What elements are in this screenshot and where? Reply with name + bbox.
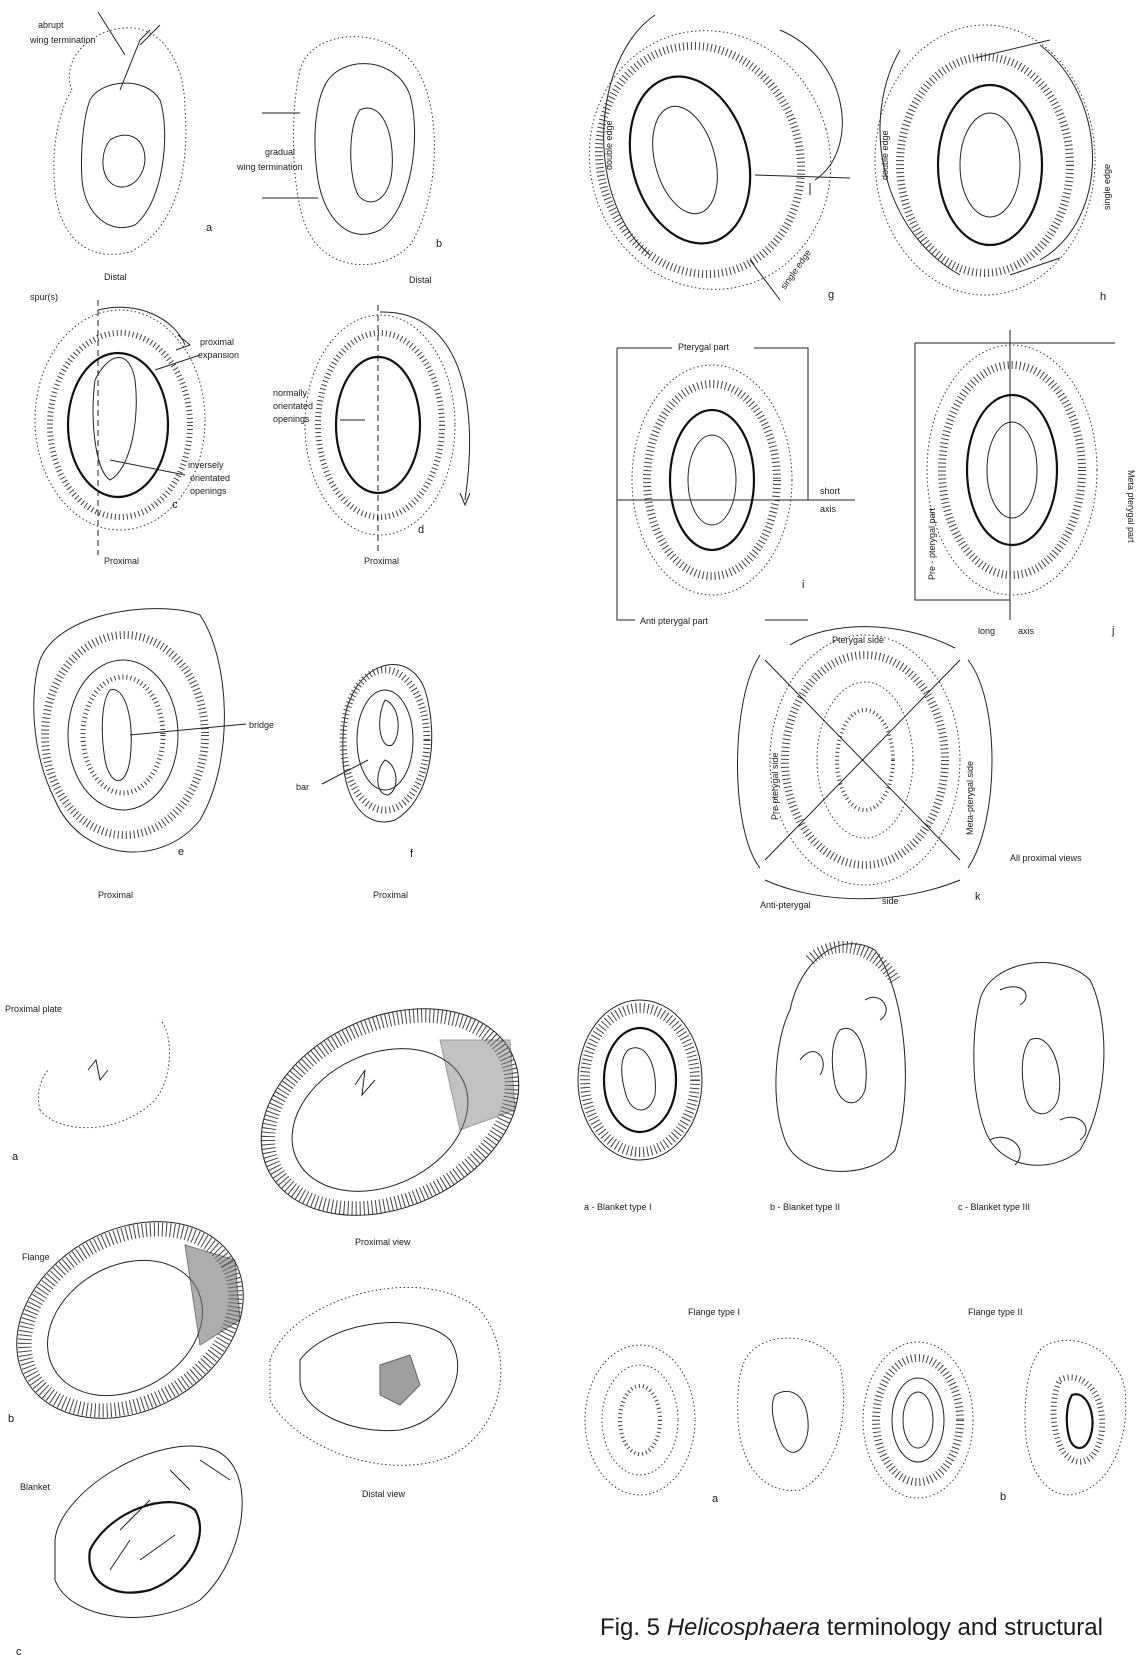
panel-c-letter: c — [172, 499, 178, 511]
flange-type-1-label: Flange type I — [688, 1307, 740, 1317]
panel-j-letter: j — [1111, 625, 1114, 637]
g-double-edge: double edge — [604, 120, 614, 170]
inverse-label-2: orientated — [190, 473, 230, 483]
anti-pterygal-side-label-1: Anti-pterygal — [760, 900, 811, 910]
panel-e-view: Proximal — [98, 890, 133, 900]
panel-i-letter: i — [802, 579, 804, 591]
br-letter-b: b — [1000, 1491, 1006, 1503]
blanket-type-1-label: a - Blanket type I — [584, 1202, 652, 1212]
expansion-label-2: expansion — [198, 350, 239, 360]
br-letter-a: a — [712, 1493, 719, 1505]
short-axis-label-1: short — [820, 486, 841, 496]
panel-a-letter: a — [206, 222, 213, 234]
bottom-left-proximal-view: Proximal view — [227, 969, 552, 1255]
gradual-label-2: wing termination — [236, 162, 303, 172]
blanket-type-1: a - Blanket type I — [578, 1000, 702, 1212]
proximal-plate-label: Proximal plate — [5, 1004, 62, 1014]
bl-letter-a: a — [12, 1151, 19, 1163]
blanket-label: Blanket — [20, 1482, 51, 1492]
pterygal-side-label: Pterygal side — [832, 635, 884, 645]
meta-pterygal-side-label: Meta-pterygal side — [965, 761, 975, 835]
normal-label-1: normally — [273, 388, 308, 398]
distal-view-label: Distal view — [362, 1489, 406, 1499]
pre-pterygal-side-label: Pre pterygal side — [770, 752, 780, 820]
panel-c: spur(s) proximal expansion inversely ori… — [30, 292, 239, 566]
bottom-left-distal-view: Distal view — [270, 1287, 501, 1499]
blanket-type-3: c - Blanket type III — [958, 963, 1104, 1212]
bl-letter-c: c — [16, 1646, 22, 1657]
panel-g: double edge single edge g — [560, 3, 859, 316]
all-proximal-views-label: All proximal views — [1010, 853, 1082, 863]
bottom-left-blanket: Blanket c — [16, 1446, 242, 1657]
panel-f: bar f Proximal — [296, 665, 432, 900]
panel-f-view: Proximal — [373, 890, 408, 900]
pterygal-part-label: Pterygal part — [678, 342, 730, 352]
bl-letter-b: b — [8, 1413, 14, 1425]
abrupt-label-2: wing termination — [29, 35, 96, 45]
bottom-left-proximal-plate: Proximal plate a — [5, 1004, 170, 1163]
short-axis-label-2: axis — [820, 504, 837, 514]
panel-h: double edge single edge h — [875, 25, 1112, 303]
caption-rest: terminology and structural — [827, 1614, 1103, 1641]
bottom-left-flange: Flange b — [0, 1182, 279, 1458]
long-axis-label-1: long — [978, 626, 995, 636]
flange-type-2: Flange type II b — [863, 1307, 1126, 1503]
bridge-label: bridge — [249, 720, 274, 730]
panel-b-letter: b — [436, 238, 442, 250]
panel-i: Pterygal part Anti pterygal part short a… — [617, 338, 855, 628]
bar-label: bar — [296, 782, 309, 792]
h-single-edge: single edge — [1102, 164, 1112, 210]
anti-pterygal-part-label: Anti pterygal part — [640, 616, 709, 626]
panel-a: abrupt wing termination a Distal — [29, 12, 213, 282]
panel-f-letter: f — [410, 848, 414, 860]
meta-pterygal-part-label: Meta pterygal part — [1126, 470, 1136, 543]
caption-genus: Helicosphaera — [667, 1614, 820, 1641]
gradual-label-1: gradual — [265, 147, 295, 157]
expansion-label-1: proximal — [200, 337, 234, 347]
anti-pterygal-side-label-2: side — [882, 896, 899, 906]
panel-b-view: Distal — [409, 275, 432, 285]
panel-g-letter: g — [828, 289, 834, 301]
panel-e-letter: e — [178, 846, 184, 858]
flange-type-2-label: Flange type II — [968, 1307, 1023, 1317]
panel-d: normally orientated openings d Proximal — [273, 305, 470, 566]
figure-caption: Fig. 5 Helicosphaera terminology and str… — [600, 1614, 1103, 1641]
panel-d-view: Proximal — [364, 556, 399, 566]
spurs-label: spur(s) — [30, 292, 58, 302]
blanket-type-3-label: c - Blanket type III — [958, 1202, 1030, 1212]
proximal-view-label: Proximal view — [355, 1237, 411, 1247]
blanket-type-2: b - Blanket type II — [770, 944, 905, 1212]
flange-type-1: Flange type I a — [585, 1307, 844, 1505]
pre-pterygal-part-label: Pre - pterygal part — [927, 507, 937, 580]
inverse-label-1: inversely — [188, 460, 224, 470]
normal-label-3: openings — [273, 414, 310, 424]
long-axis-label-2: axis — [1018, 626, 1035, 636]
panel-k: Pterygal side Pre pterygal side Meta-pte… — [738, 627, 1083, 910]
panel-b: gradual wing termination b Distal — [236, 37, 442, 285]
normal-label-2: orientated — [273, 401, 313, 411]
panel-j: Pre - pterygal part Meta pterygal part l… — [915, 330, 1136, 637]
flange-label: Flange — [22, 1252, 50, 1262]
inverse-label-3: openings — [190, 486, 227, 496]
abrupt-label-1: abrupt — [38, 20, 64, 30]
panel-e: bridge e Proximal — [34, 609, 274, 900]
panel-h-letter: h — [1100, 291, 1106, 303]
h-double-edge: double edge — [880, 130, 890, 180]
g-single-edge: single edge — [778, 248, 813, 291]
caption-fig: Fig. 5 — [600, 1614, 660, 1641]
panel-a-view: Distal — [104, 272, 127, 282]
panel-k-letter: k — [975, 891, 981, 903]
panel-c-view: Proximal — [104, 556, 139, 566]
blanket-type-2-label: b - Blanket type II — [770, 1202, 840, 1212]
panel-d-letter: d — [418, 524, 424, 536]
